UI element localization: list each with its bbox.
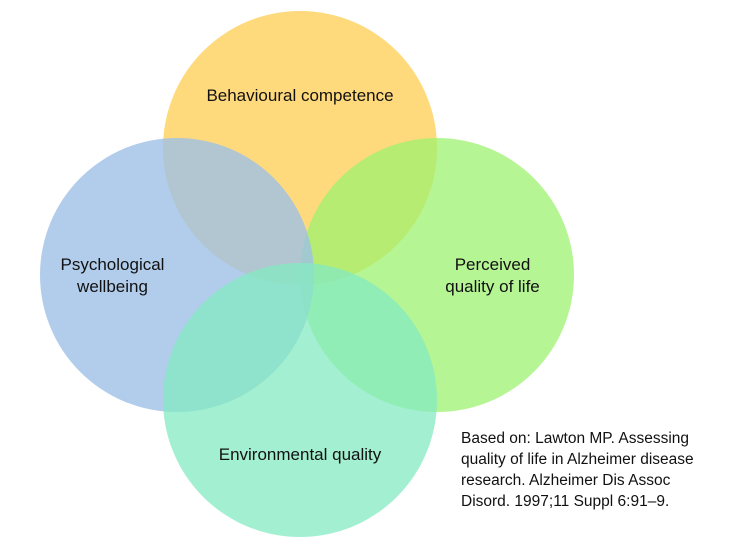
label-perceived-quality-of-life: Perceived quality of life bbox=[405, 254, 580, 298]
label-line: quality of life bbox=[445, 277, 540, 296]
label-behavioural-competence: Behavioural competence bbox=[150, 85, 450, 107]
circle-environmental-quality bbox=[163, 263, 437, 537]
label-line: Psychological bbox=[60, 255, 165, 274]
label-line: Behavioural competence bbox=[206, 86, 394, 105]
label-line: Perceived bbox=[454, 255, 531, 274]
citation-line: quality of life in Alzheimer disease bbox=[461, 451, 694, 468]
label-line: Environmental quality bbox=[218, 445, 382, 464]
citation-line: Disord. 1997;11 Suppl 6:91–9. bbox=[461, 493, 670, 510]
citation-text: Based on: Lawton MP. Assessing quality o… bbox=[461, 428, 741, 512]
label-environmental-quality: Environmental quality bbox=[150, 444, 450, 466]
citation-line: research. Alzheimer Dis Assoc bbox=[461, 472, 671, 489]
citation-line: Based on: Lawton MP. Assessing bbox=[461, 430, 690, 447]
label-line: wellbeing bbox=[77, 277, 148, 296]
label-psychological-wellbeing: Psychological wellbeing bbox=[25, 254, 200, 298]
